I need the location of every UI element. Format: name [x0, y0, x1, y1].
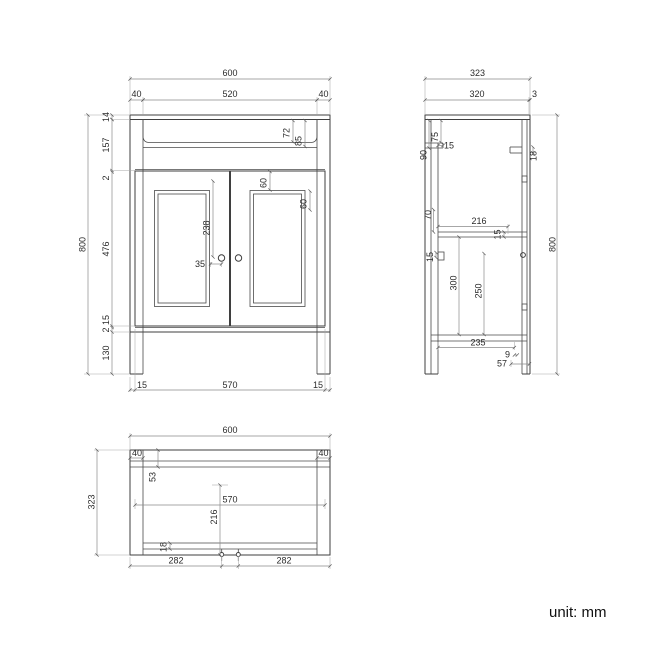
- plan-dim-front-rail: 18: [159, 542, 169, 552]
- side-knob: [520, 252, 526, 258]
- plan-dim-post-left: 40: [132, 448, 142, 458]
- side-view-dimensions: 323 320 3 800 75 90 15 18 70 216 15: [419, 68, 560, 376]
- side-bracket: [437, 251, 445, 261]
- front-dim-apron-height: 85: [294, 136, 304, 146]
- front-view-outline: [129, 114, 331, 375]
- side-dim-shelf-depth: 216: [471, 216, 486, 226]
- side-dim-shelf-thickness: 15: [493, 229, 503, 239]
- front-dim-post-left: 40: [131, 89, 141, 99]
- plan-dim-fixing-right: 282: [276, 556, 291, 566]
- plan-dim-post-right: 40: [318, 448, 328, 458]
- side-dim-foot-depth: 57: [497, 359, 507, 369]
- front-dim-margin-right: 15: [313, 380, 323, 390]
- side-dim-back-panel: 3: [532, 89, 537, 99]
- plan-dim-back-rail: 53: [148, 472, 158, 482]
- plan-view-dimensions: 600 40 40 323 53 570 216 18: [87, 425, 332, 569]
- front-dim-door-stile-side: 60: [299, 199, 309, 209]
- side-dim-body-depth: 320: [469, 89, 484, 99]
- side-dim-front-frame: 70: [423, 210, 433, 220]
- hinge-bottom: [521, 303, 528, 311]
- front-dim-handle-drop: 238: [202, 220, 212, 235]
- front-dim-handle-inset: 35: [195, 259, 205, 269]
- unit-label: unit: mm: [549, 604, 607, 621]
- plan-dim-inner-depth: 216: [209, 509, 219, 524]
- side-dim-top-rail-thickness: 15: [444, 141, 454, 151]
- front-dim-basin-width: 520: [222, 89, 237, 99]
- right-door: [230, 170, 326, 327]
- left-door-knob: [217, 254, 226, 262]
- side-dim-top-section: 90: [419, 150, 429, 160]
- front-dim-leg-height: 130: [101, 345, 111, 360]
- plan-view: 600 40 40 323 53 570 216 18: [87, 425, 332, 569]
- plan-dim-inner-width: 570: [222, 495, 237, 505]
- front-dim-basin-recess: 72: [282, 128, 292, 138]
- front-view: 600 40 520 40 800 14 157: [78, 68, 332, 392]
- front-dim-doors-width: 570: [222, 380, 237, 390]
- side-view-outline: [424, 114, 531, 375]
- front-dim-apron: 157: [101, 137, 111, 152]
- front-dim-gap-top: 2: [101, 175, 111, 180]
- front-dim-top-edge: 14: [101, 112, 111, 122]
- side-dim-shelf-to-rail: 250: [474, 283, 484, 298]
- side-view: 323 320 3 800 75 90 15 18 70 216 15: [419, 68, 560, 376]
- side-dim-foot-gap: 9: [505, 350, 510, 360]
- front-dim-door-height: 476: [101, 241, 111, 256]
- front-dim-bottom-rail: 15: [101, 315, 111, 325]
- side-dim-bracket: 15: [425, 252, 435, 262]
- plan-dim-fixing-left: 282: [168, 556, 183, 566]
- left-door: [134, 170, 230, 327]
- side-dim-front-rail-height: 75: [430, 132, 440, 142]
- front-dim-gap-bottom: 2: [101, 327, 111, 332]
- right-door-knob: [234, 254, 243, 262]
- plan-dim-overall-width: 600: [222, 425, 237, 435]
- front-dim-overall-width: 600: [222, 68, 237, 78]
- plan-dim-overall-depth: 323: [87, 494, 97, 509]
- side-dim-overall-height: 800: [548, 237, 558, 252]
- front-view-dimensions: 600 40 520 40 800 14 157: [78, 68, 332, 392]
- side-dim-back-rail-thickness: 18: [529, 151, 539, 161]
- front-dim-door-stile-top: 60: [259, 178, 269, 188]
- plan-view-outline: [129, 449, 331, 561]
- front-dim-post-right: 40: [318, 89, 328, 99]
- side-dim-bottom-rail-depth: 235: [470, 338, 485, 348]
- hinge-top: [521, 175, 528, 183]
- side-dim-overall-depth: 323: [470, 68, 485, 78]
- side-dim-lower-section: 300: [449, 275, 459, 290]
- front-dim-margin-left: 15: [137, 380, 147, 390]
- front-dim-overall-height: 800: [78, 237, 88, 252]
